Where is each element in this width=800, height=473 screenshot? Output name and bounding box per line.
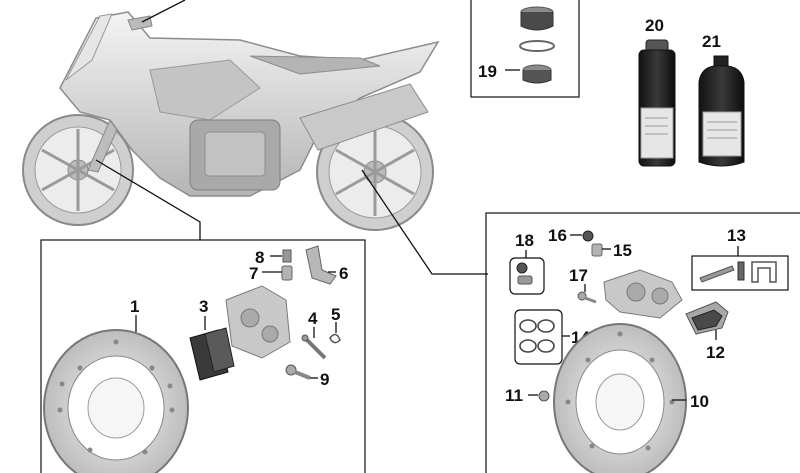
bleeder-valve-part [591, 243, 603, 257]
seal-rings-part [519, 319, 555, 353]
front-brake-pads-part [189, 327, 235, 381]
callout-3: 3 [199, 297, 208, 316]
callout-17: 17 [569, 266, 588, 285]
bleeder-screw-part [281, 249, 293, 281]
kit-box-14 [514, 309, 563, 365]
callout-18: 18 [515, 231, 534, 250]
rear-brake-pads-part [685, 301, 729, 335]
reservoir-cap-part [519, 6, 555, 84]
kit-box-19 [470, 0, 580, 98]
brake-fluid-bottle-part [698, 55, 745, 167]
bleeder-cap-part [582, 230, 594, 242]
brake-bracket-part [305, 245, 337, 285]
pad-pin-part [301, 334, 327, 360]
screw-kit-18-part [516, 262, 533, 285]
rear-brake-caliper-part [603, 269, 683, 319]
kit-box-18 [509, 257, 545, 295]
callout-16: 16 [548, 226, 567, 245]
callout-7: 7 [249, 264, 258, 283]
callout-15: 15 [613, 241, 632, 260]
callout-1: 1 [130, 297, 139, 316]
callout-10: 10 [690, 392, 709, 411]
callout-9: 9 [320, 370, 329, 389]
caliper-bolt-part [285, 364, 311, 380]
callout-8: 8 [255, 248, 264, 267]
motorcycle-illustration [22, 11, 440, 231]
caliper-screw-part [577, 291, 597, 304]
front-brake-leader [95, 159, 201, 240]
callout-11: 11 [505, 386, 523, 405]
front-brake-box [40, 239, 366, 473]
callout-19: 19 [478, 62, 497, 81]
callout-12: 12 [706, 343, 725, 362]
callout-20: 20 [645, 16, 664, 35]
rear-brake-leader [361, 169, 488, 275]
front-brake-disc-part [43, 329, 189, 473]
top-leader [141, 0, 186, 23]
rear-brake-disc-part [553, 323, 687, 473]
pad-fitting-kit-part [699, 261, 777, 283]
rear-brake-box [485, 212, 800, 473]
spring-clip-part [329, 333, 341, 344]
disc-bolt-part [538, 390, 550, 402]
front-brake-caliper-part [225, 285, 291, 359]
callout-21: 21 [702, 32, 721, 51]
callout-6: 6 [339, 264, 348, 283]
callout-4: 4 [308, 309, 318, 328]
spray-can-part [638, 39, 676, 167]
callout-13: 13 [727, 226, 746, 245]
kit-box-13 [691, 255, 789, 291]
callout-5: 5 [331, 305, 340, 324]
